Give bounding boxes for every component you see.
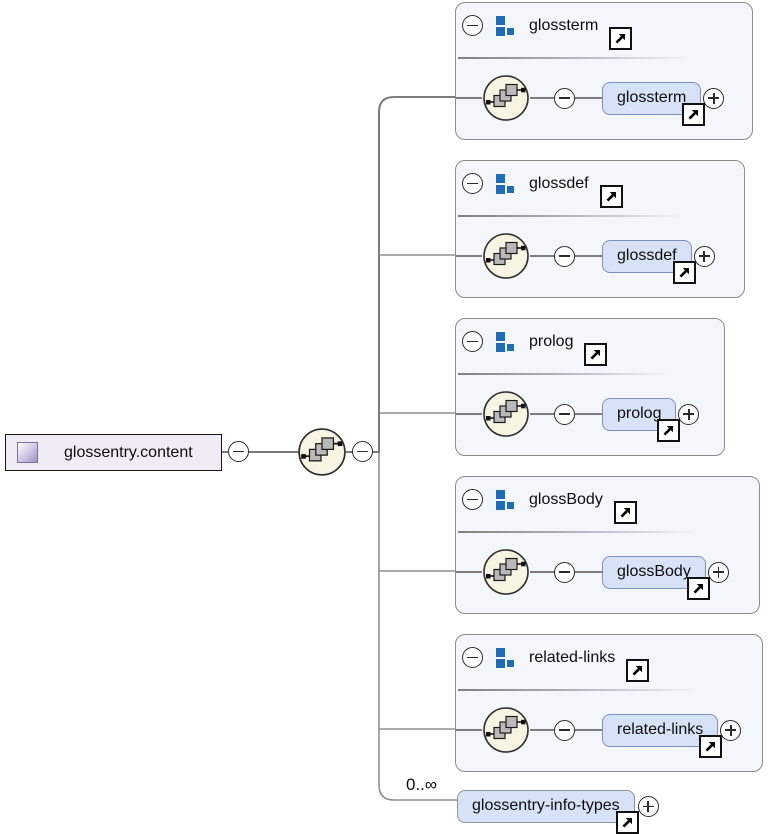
goto-definition-icon[interactable]	[699, 734, 723, 758]
header-divider	[458, 689, 760, 691]
connector-line	[575, 729, 602, 731]
goto-definition-icon[interactable]	[682, 102, 706, 126]
collapse-element-button[interactable]	[554, 87, 575, 109]
header-divider	[458, 215, 742, 217]
collapse-element-button[interactable]	[554, 245, 575, 267]
connector-stub	[456, 729, 482, 731]
goto-definition-icon[interactable]	[584, 343, 608, 366]
collapse-element-button[interactable]	[554, 403, 575, 425]
group-name-label: glossterm	[529, 16, 599, 34]
element-name: glossBody	[617, 562, 691, 580]
model-group-icon	[492, 489, 514, 511]
group-box-prolog: prolog	[455, 318, 725, 456]
connector-line	[575, 255, 602, 257]
group-header: prolog	[462, 330, 608, 366]
goto-definition-icon[interactable]	[686, 576, 710, 600]
collapse-group-button[interactable]	[462, 173, 483, 194]
group-box-glossterm: glossterm	[455, 2, 753, 140]
element-name: glossterm	[617, 88, 687, 106]
group-header: related-links	[462, 646, 650, 682]
goto-definition-icon[interactable]	[609, 27, 633, 50]
expand-element-button[interactable]	[707, 561, 729, 583]
sequence-compositor-icon[interactable]	[482, 706, 530, 754]
header-divider	[458, 373, 722, 375]
group-header: glossdef	[462, 172, 623, 208]
model-group-icon	[492, 331, 514, 353]
model-group-icon	[492, 173, 514, 195]
element-box[interactable]: glossentry-info-types	[457, 790, 639, 834]
group-content-row: glossdef	[456, 232, 715, 284]
goto-definition-icon[interactable]	[599, 185, 623, 208]
element-box[interactable]: glossdef	[602, 239, 696, 284]
sequence-compositor-icon[interactable]	[297, 427, 347, 477]
element-name: related-links	[617, 720, 704, 738]
sequence-compositor-icon[interactable]	[482, 390, 530, 438]
connector-stub	[456, 255, 482, 257]
element-box[interactable]: glossBody	[602, 555, 710, 600]
group-content-row: prolog	[456, 390, 700, 442]
connector-line	[575, 97, 602, 99]
element-name: glossentry-info-types	[472, 797, 620, 814]
connector-stub	[456, 97, 482, 99]
group-name-label: related-links	[529, 648, 616, 666]
complex-type-icon	[17, 442, 38, 463]
goto-definition-icon[interactable]	[672, 260, 696, 284]
goto-definition-icon[interactable]	[615, 811, 639, 834]
model-group-icon	[492, 647, 514, 669]
collapse-element-button[interactable]	[554, 561, 575, 583]
element-box[interactable]: prolog	[602, 397, 681, 442]
goto-definition-icon[interactable]	[657, 418, 681, 442]
expand-element-button[interactable]	[720, 719, 742, 741]
header-divider	[458, 57, 750, 59]
element-box[interactable]: related-links	[602, 713, 723, 758]
group-box-glossdef: glossdef	[455, 160, 745, 298]
header-divider	[458, 531, 757, 533]
group-header: glossBody	[462, 488, 637, 524]
sequence-compositor-icon[interactable]	[482, 232, 530, 280]
group-box-glossBody: glossBody	[455, 476, 760, 614]
expand-element-button[interactable]	[637, 796, 659, 817]
connector-line	[575, 413, 602, 415]
sequence-compositor-icon[interactable]	[482, 548, 530, 596]
group-name-label: glossBody	[529, 490, 603, 508]
group-content-row: glossterm	[456, 74, 725, 126]
goto-definition-icon[interactable]	[626, 659, 650, 682]
group-content-row: glossBody	[456, 548, 729, 600]
element-name: glossdef	[617, 246, 677, 264]
connector-line	[575, 571, 602, 573]
bottom-element-row: glossentry-info-types	[457, 790, 659, 834]
collapse-element-button[interactable]	[554, 719, 575, 741]
collapse-sequence-button[interactable]	[352, 441, 373, 462]
expand-element-button[interactable]	[678, 403, 700, 425]
connector-line	[530, 729, 554, 731]
occurrence-label: 0..∞	[406, 775, 438, 794]
expand-element-button[interactable]	[693, 245, 715, 267]
element-name: prolog	[617, 404, 662, 422]
group-name-label: glossdef	[529, 174, 589, 192]
sequence-compositor-icon[interactable]	[482, 74, 530, 122]
group-header: glossterm	[462, 14, 633, 50]
model-group-icon	[492, 15, 514, 37]
expand-element-button[interactable]	[703, 87, 725, 109]
collapse-group-button[interactable]	[462, 489, 483, 510]
root-element-label: glossentry.content	[64, 443, 193, 461]
element-box[interactable]: glossterm	[602, 81, 706, 126]
collapse-group-button[interactable]	[462, 331, 483, 352]
goto-definition-icon[interactable]	[613, 501, 637, 524]
connector-stub	[456, 571, 482, 573]
connector-stub	[456, 413, 482, 415]
group-box-related-links: related-links	[455, 634, 763, 772]
connector-line	[530, 571, 554, 573]
collapse-group-button[interactable]	[462, 647, 483, 668]
group-content-row: related-links	[456, 706, 742, 758]
group-name-label: prolog	[529, 332, 574, 350]
connector-line	[530, 97, 554, 99]
connector-line	[530, 413, 554, 415]
root-element-box[interactable]: glossentry.content	[5, 434, 222, 471]
connector-line	[530, 255, 554, 257]
collapse-group-button[interactable]	[462, 15, 483, 36]
collapse-root-button[interactable]	[228, 441, 249, 462]
